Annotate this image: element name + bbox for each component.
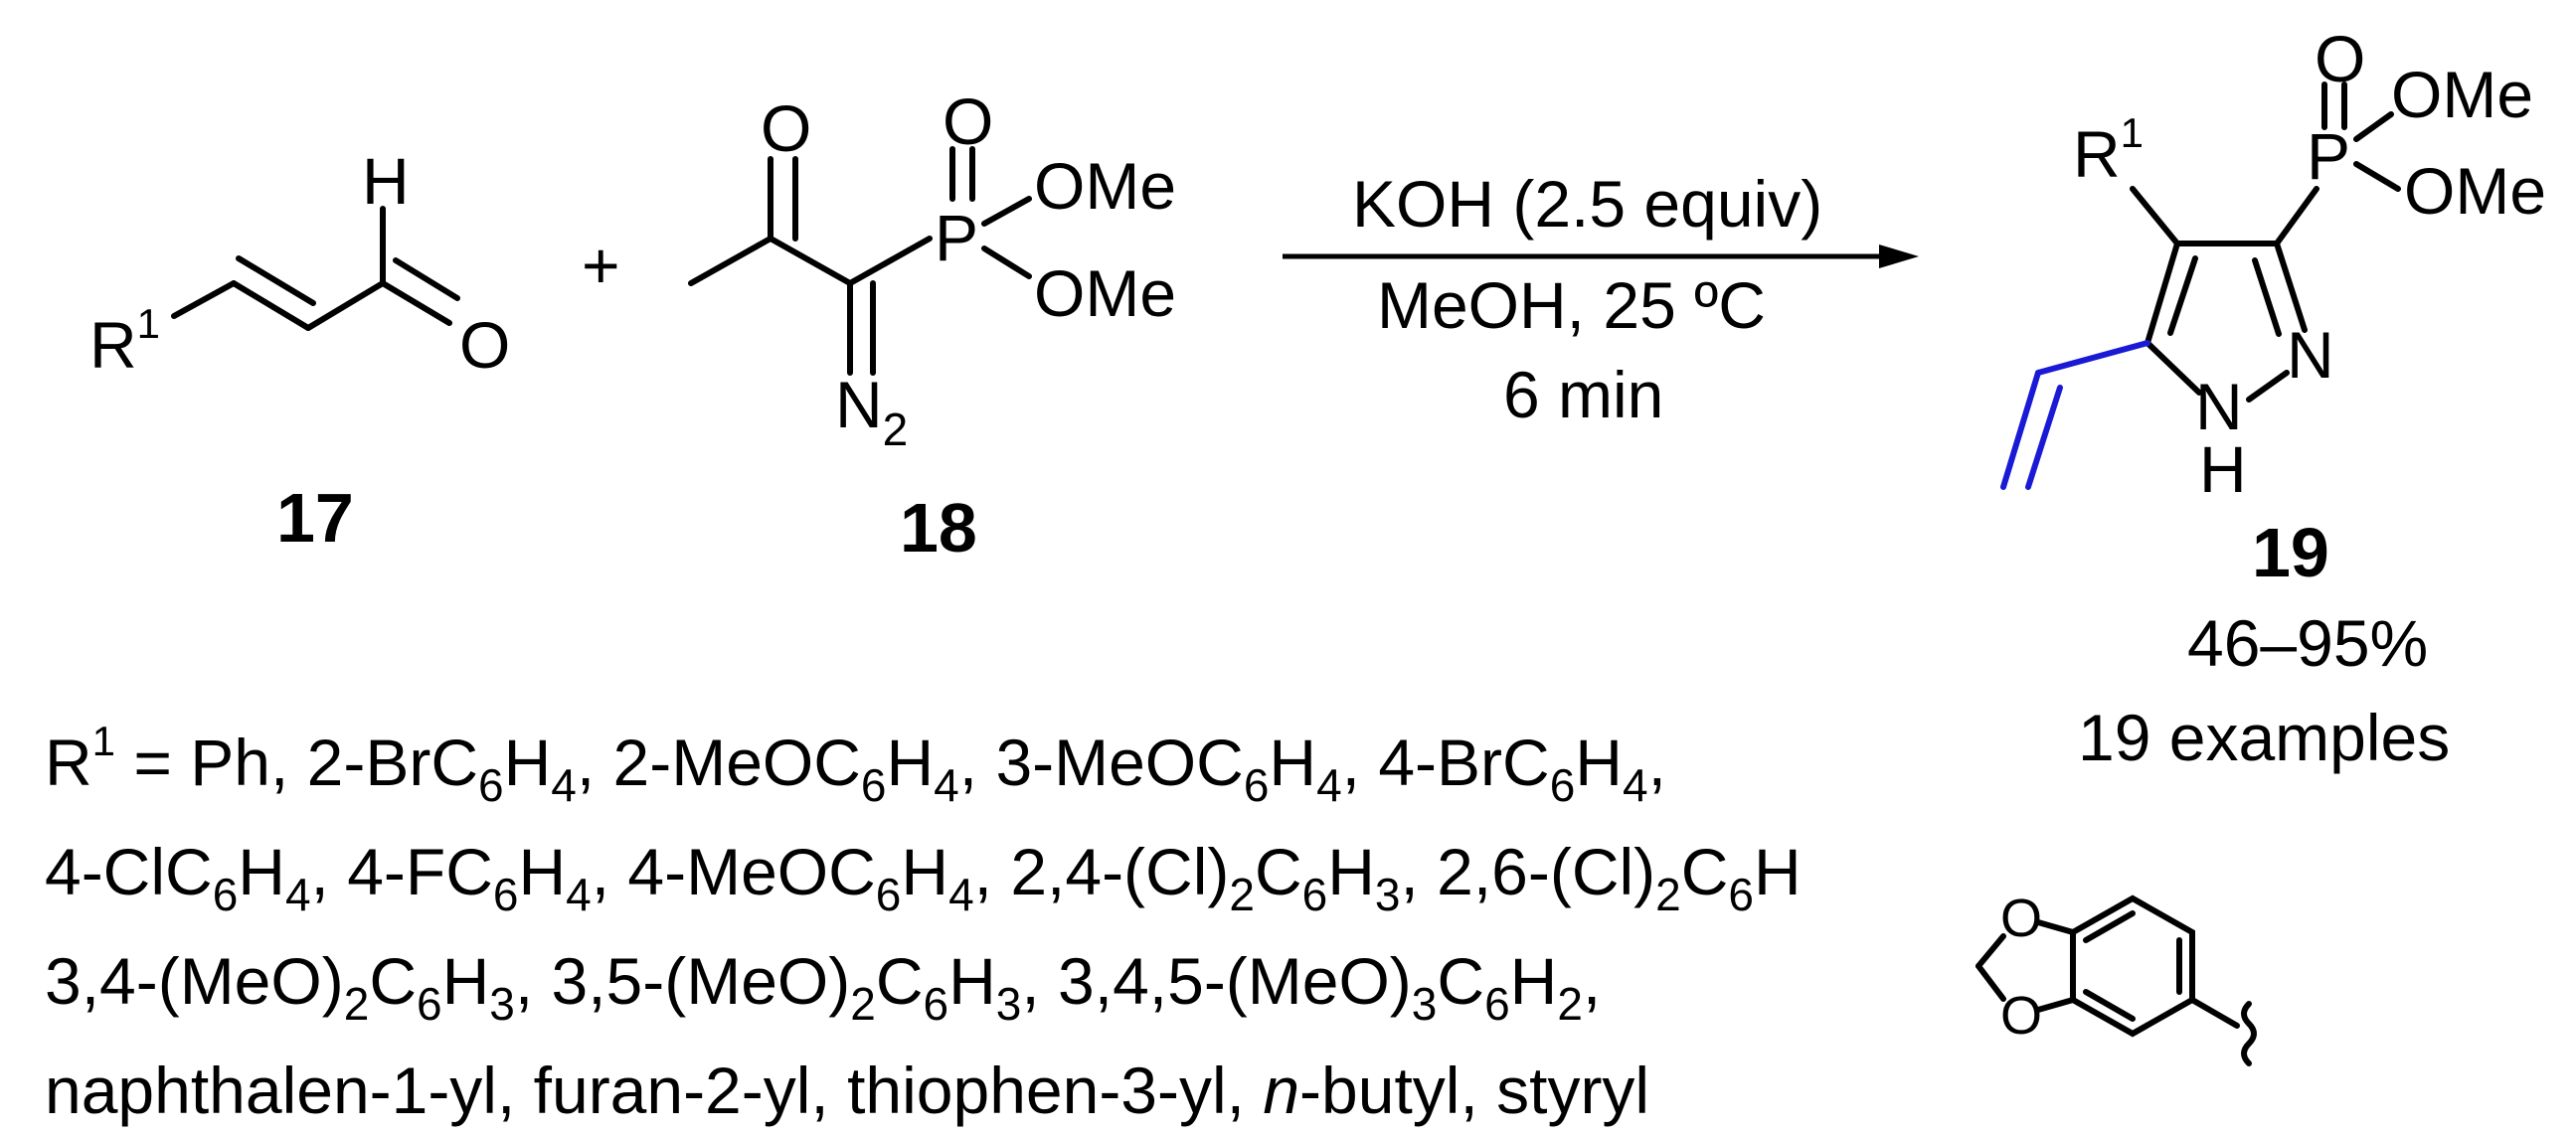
bond-18-cc — [768, 236, 853, 286]
n2-label: N2 — [835, 368, 908, 455]
bond-19-c3-n2-double — [2252, 257, 2282, 337]
benzodioxole-inner-3 — [2083, 989, 2136, 1022]
aldehyde-h: H — [362, 144, 410, 218]
bond-17-cc-double — [236, 255, 316, 306]
reactant-18: O N2 P O OMe OMe 18 — [688, 84, 1176, 567]
arrow-head — [1879, 244, 1919, 268]
product-19: R1 N N H P O OMe OMe 19 46–95% 19 exampl… — [2000, 22, 2546, 774]
condition-above: KOH (2.5 equiv) — [1352, 167, 1822, 241]
bond-bd-o1 — [2035, 919, 2076, 935]
ring-nh-h: H — [2199, 432, 2247, 506]
examples-count: 19 examples — [2078, 701, 2450, 774]
substituent-line-3: 3,4-(MeO)2C6H3, 3,5-(MeO)2C6H3, 3,4,5-(M… — [45, 944, 1601, 1030]
bond-19-c3-n2 — [2274, 241, 2308, 333]
bond-19-n1-c5 — [2145, 340, 2202, 396]
r1-label-19: R1 — [2073, 109, 2144, 191]
benzodioxole-ring — [2070, 894, 2195, 1038]
bond-19-r-c4 — [2130, 186, 2180, 246]
bond-19-c3-p — [2274, 186, 2319, 246]
phosphoryl-o-18: O — [943, 84, 993, 158]
bond-17-co-double — [393, 257, 460, 301]
bond-bd-ch2-2 — [1975, 963, 2006, 1002]
ome-top-19: OMe — [2391, 58, 2533, 131]
compound-label-19: 19 — [2252, 514, 2329, 591]
benzodioxole-o-bottom: O — [2000, 986, 2042, 1046]
r1-label-17: R1 — [89, 300, 160, 382]
bond-bd-attachment — [2189, 997, 2240, 1029]
aldehyde-o: O — [459, 308, 510, 382]
compound-label-17: 17 — [276, 479, 354, 557]
bond-19-c5-c4-double — [2167, 255, 2198, 336]
ring-n1: N — [2195, 370, 2243, 443]
ring-n2: N — [2287, 318, 2334, 392]
bond-19-pome2 — [2353, 161, 2401, 192]
bond-19-c5-c4 — [2145, 241, 2180, 346]
bond-19-pome1 — [2353, 111, 2394, 142]
phosphorus-19: P — [2307, 119, 2350, 193]
ome-bottom-18: OMe — [1034, 256, 1176, 330]
substituent-line-2: 4-ClC6H4, 4-FC6H4, 4-MeOC6H4, 2,4-(Cl)2C… — [45, 835, 1802, 920]
benzodioxole-o-top: O — [2000, 889, 2042, 948]
plus-sign: + — [582, 229, 620, 302]
phosphorus-18: P — [935, 201, 978, 274]
bond-17-co — [380, 280, 452, 326]
ome-bottom-19: OMe — [2404, 154, 2546, 228]
bond-bd-ch2-1 — [1975, 933, 2006, 969]
bond-18-pome1 — [981, 196, 1032, 227]
condition-below-1: MeOH, 25 ºC — [1377, 268, 1766, 342]
reactant-17: R1 H O 17 — [89, 144, 510, 557]
bond-18-cp — [847, 236, 933, 286]
bond-17-r — [171, 280, 237, 319]
benzodioxole-inner-1 — [2083, 910, 2136, 943]
keto-o: O — [761, 91, 811, 165]
reaction-arrow-group: KOH (2.5 equiv) MeOH, 25 ºC 6 min — [1283, 167, 1919, 431]
phosphoryl-o-19: O — [2315, 22, 2365, 95]
substituent-line-1: R1 = Ph, 2-BrC6H4, 2-MeOC6H4, 3-MeOC6H4,… — [45, 718, 1666, 811]
bond-19-vinyl-double — [2025, 385, 2063, 490]
substituent-line-4: naphthalen-1-yl, furan-2-yl, thiophen-3-… — [45, 1054, 1649, 1127]
condition-below-2: 6 min — [1503, 358, 1663, 431]
bond-bd-o2 — [2035, 997, 2076, 1013]
compound-label-18: 18 — [900, 489, 977, 567]
bond-17-cc — [231, 280, 311, 331]
bond-18-me — [688, 236, 773, 286]
yield-range: 46–95% — [2187, 606, 2428, 680]
bond-18-pome2 — [981, 245, 1032, 279]
bond-19-vinyl-1 — [2035, 340, 2150, 376]
bond-19-vinyl-2 — [2000, 370, 2041, 490]
benzodioxole-structure: O O — [1975, 889, 2257, 1066]
bond-19-n2-n1 — [2246, 370, 2290, 403]
ome-top-18: OMe — [1034, 149, 1176, 223]
substituent-list: R1 = Ph, 2-BrC6H4, 2-MeOC6H4, 3-MeOC6H4,… — [45, 718, 2257, 1127]
wavy-bond-icon — [2241, 1001, 2257, 1066]
bond-17-c-cho — [305, 280, 386, 331]
